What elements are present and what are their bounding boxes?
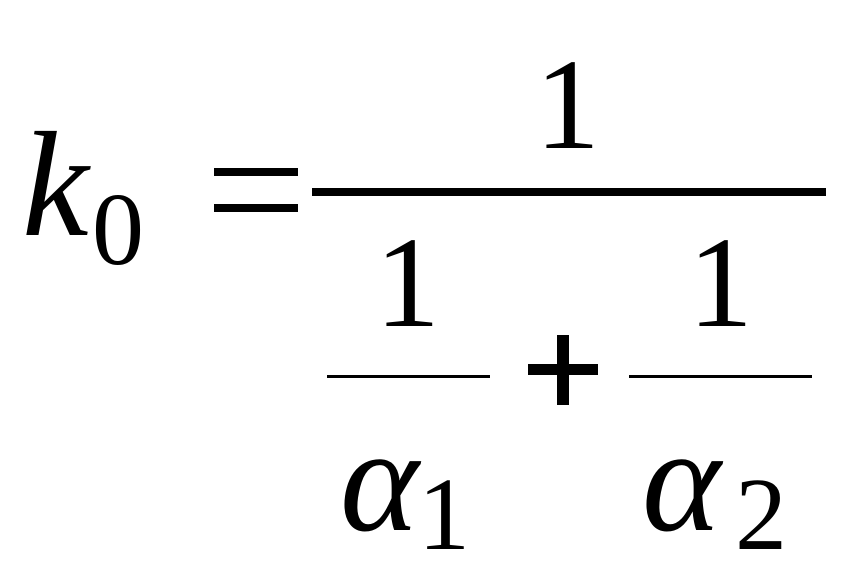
main-fraction-bar <box>312 188 826 196</box>
right-term-symbol: α <box>642 397 721 563</box>
left-term-symbol: α <box>340 397 419 563</box>
equals-sign-top-bar <box>214 168 298 176</box>
lhs-subscript: 0 <box>92 172 144 287</box>
plus-sign-vertical <box>557 335 569 405</box>
right-term-numerator: 1 <box>688 211 753 355</box>
right-term-subscript: 2 <box>735 457 787 572</box>
left-term-fraction-bar <box>327 375 490 378</box>
equals-sign-bottom-bar <box>214 204 298 212</box>
right-term-fraction-bar <box>629 375 812 378</box>
lhs-symbol: k <box>22 102 89 268</box>
left-term-subscript: 1 <box>418 457 470 572</box>
main-numerator: 1 <box>535 33 600 177</box>
left-term-numerator: 1 <box>375 211 440 355</box>
